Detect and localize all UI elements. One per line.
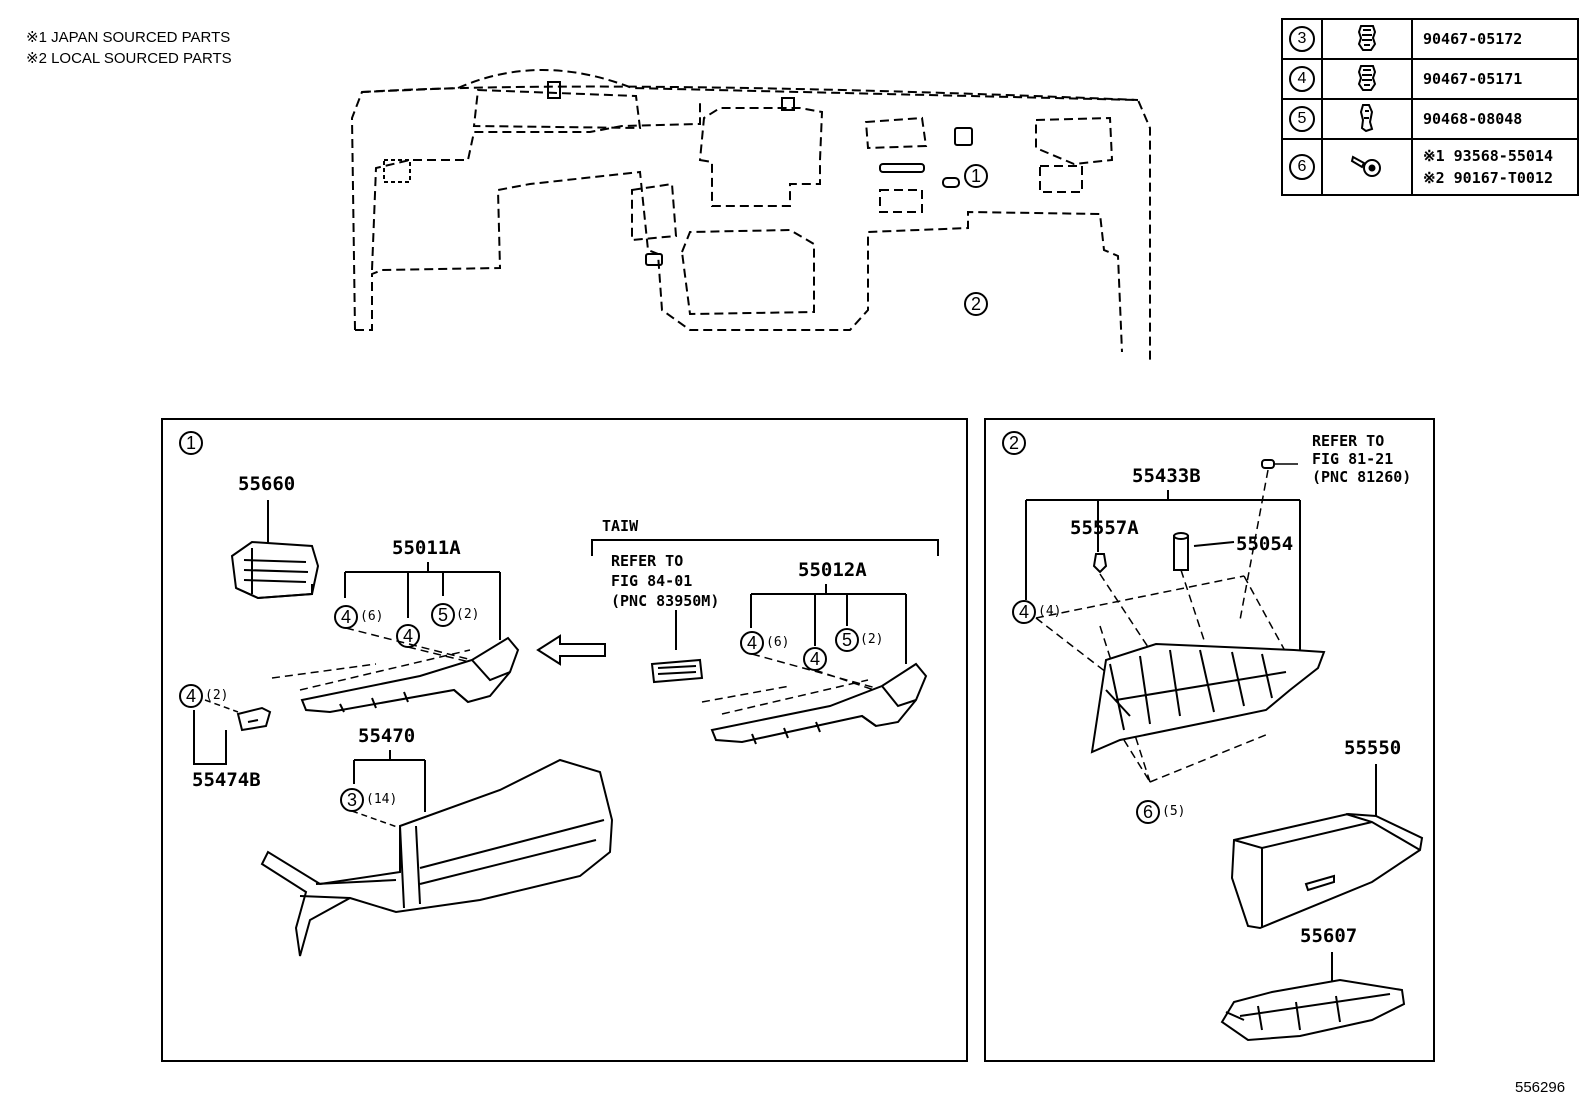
svg-text:(14): (14) [366,792,397,807]
part-number: 90468-08048 [1423,110,1523,128]
refer-line-1: REFER TO [611,552,683,570]
refer-line-3: (PNC 81260) [1312,468,1411,486]
table-row: 4 90467-05171 [1281,58,1579,100]
part-label-55550: 55550 [1344,737,1401,759]
svg-text:4: 4 [186,686,196,706]
fastener-callout: 4 (6) [334,605,383,629]
svg-text:(6): (6) [766,635,789,650]
taiw-label: TAIW [602,517,639,535]
refer-line-1: REFER TO [1312,432,1384,450]
screw-icon [1350,155,1381,177]
fastener-callout: 4 (4) [1012,600,1061,624]
svg-text:4: 4 [810,649,820,669]
ref-num: 3 [1289,26,1315,52]
fastener-callout: 4 [396,624,420,648]
fastener-callout: 4 [803,647,827,671]
refer-line-3: (PNC 83950M) [611,592,719,610]
clip-icon [1359,104,1374,133]
svg-text:4: 4 [747,633,757,653]
part-number: 90467-05171 [1423,70,1523,88]
bracket-55474B [236,706,272,732]
legend-notes: ※1 JAPAN SOURCED PARTS ※2 LOCAL SOURCED … [26,27,232,69]
glove-box-frame-55433B [1090,642,1326,754]
callout-1-label: 1 [971,166,981,186]
part-label-55660: 55660 [238,473,295,495]
svg-text:4: 4 [403,626,413,646]
fastener-callout: 6 (5) [1136,800,1185,824]
fastener-callout: 5 (2) [835,628,883,652]
svg-text:(2): (2) [456,607,479,622]
note-japan: ※1 JAPAN SOURCED PARTS [26,29,231,46]
part-number: 90467-05172 [1423,30,1523,48]
bracket-55012A [710,662,928,745]
svg-text:5: 5 [842,630,852,650]
clip-icon [1357,65,1377,91]
svg-text:3: 3 [347,790,357,810]
fastener-reference-table: 3 90467-05172 4 90467-05171 5 90468-0804… [1281,18,1579,196]
callout-2-label: 2 [971,294,981,314]
part-label-55470: 55470 [358,725,415,747]
leader-55470 [353,750,426,812]
direction-arrow [536,634,606,666]
clip-icon [1357,25,1377,51]
lower-cover-55607 [1220,978,1406,1042]
dashed-leaders-55011A [271,627,487,691]
svg-text:(2): (2) [205,688,228,703]
switch-83950M [650,658,704,684]
svg-text:(6): (6) [360,609,383,624]
svg-text:4: 4 [1019,602,1029,622]
panel-2-number: 2 [1009,433,1019,453]
instrument-panel-details [383,81,973,266]
part-label-55607: 55607 [1300,925,1357,947]
bracket-55011A [300,636,520,714]
illustration-code: 556296 [1515,1079,1566,1096]
lower-panel-55470 [260,758,614,957]
detail-panel-2 [984,418,1435,1062]
part-label-55474B: 55474B [192,769,261,791]
glove-box-door-55550 [1230,812,1424,930]
center-vent-55660 [230,540,320,600]
part-label-55557A: 55557A [1070,517,1139,539]
table-row: 3 90467-05172 [1281,18,1579,60]
note-local: ※2 LOCAL SOURCED PARTS [26,50,232,67]
clip-55557A [1092,553,1108,574]
table-row: 6 ※1 93568-55014 ※2 90167-T0012 [1281,138,1579,196]
part-label-55433B: 55433B [1132,465,1201,487]
fastener-callout: 4 (6) [740,631,789,655]
svg-text:6: 6 [1143,802,1153,822]
refer-line-2: FIG 84-01 [611,572,692,590]
panel-1-id: 1 [179,431,203,455]
ref-num: 5 [1289,106,1315,132]
instrument-panel-outline [350,69,1151,360]
refer-line-2: FIG 81-21 [1312,450,1393,468]
svg-text:(5): (5) [1162,804,1185,819]
part-number-japan: ※1 93568-55014 [1423,147,1553,165]
part-label-55012A: 55012A [798,559,867,581]
panel-2-id: 2 [1002,431,1026,455]
part-label-55011A: 55011A [392,537,461,559]
dashed-leaders-panel-2 [1035,569,1291,783]
detail-panel-1 [161,418,968,1062]
overview-callout-1: 1 [964,164,988,188]
fastener-callout: 5 (2) [431,603,479,627]
svg-text:(4): (4) [1038,604,1061,619]
fastener-callout: 4 (2) [179,684,228,708]
panel-1-number: 1 [186,433,196,453]
ref-num: 6 [1289,154,1315,180]
leader-55433B [1025,490,1301,658]
part-number-local: ※2 90167-T0012 [1423,169,1553,187]
fastener-callout: 3 (14) [340,788,397,812]
ref-num: 4 [1289,66,1315,92]
part-label-55054: 55054 [1236,533,1293,555]
svg-text:5: 5 [438,605,448,625]
table-row: 5 90468-08048 [1281,98,1579,140]
leader-55011A [344,562,501,640]
bulb-81260 [1261,459,1275,469]
svg-text:4: 4 [341,607,351,627]
leader-55012A [750,584,907,664]
svg-text:(2): (2) [860,632,883,647]
overview-callout-2: 2 [964,292,988,316]
damper-55054 [1173,532,1189,571]
